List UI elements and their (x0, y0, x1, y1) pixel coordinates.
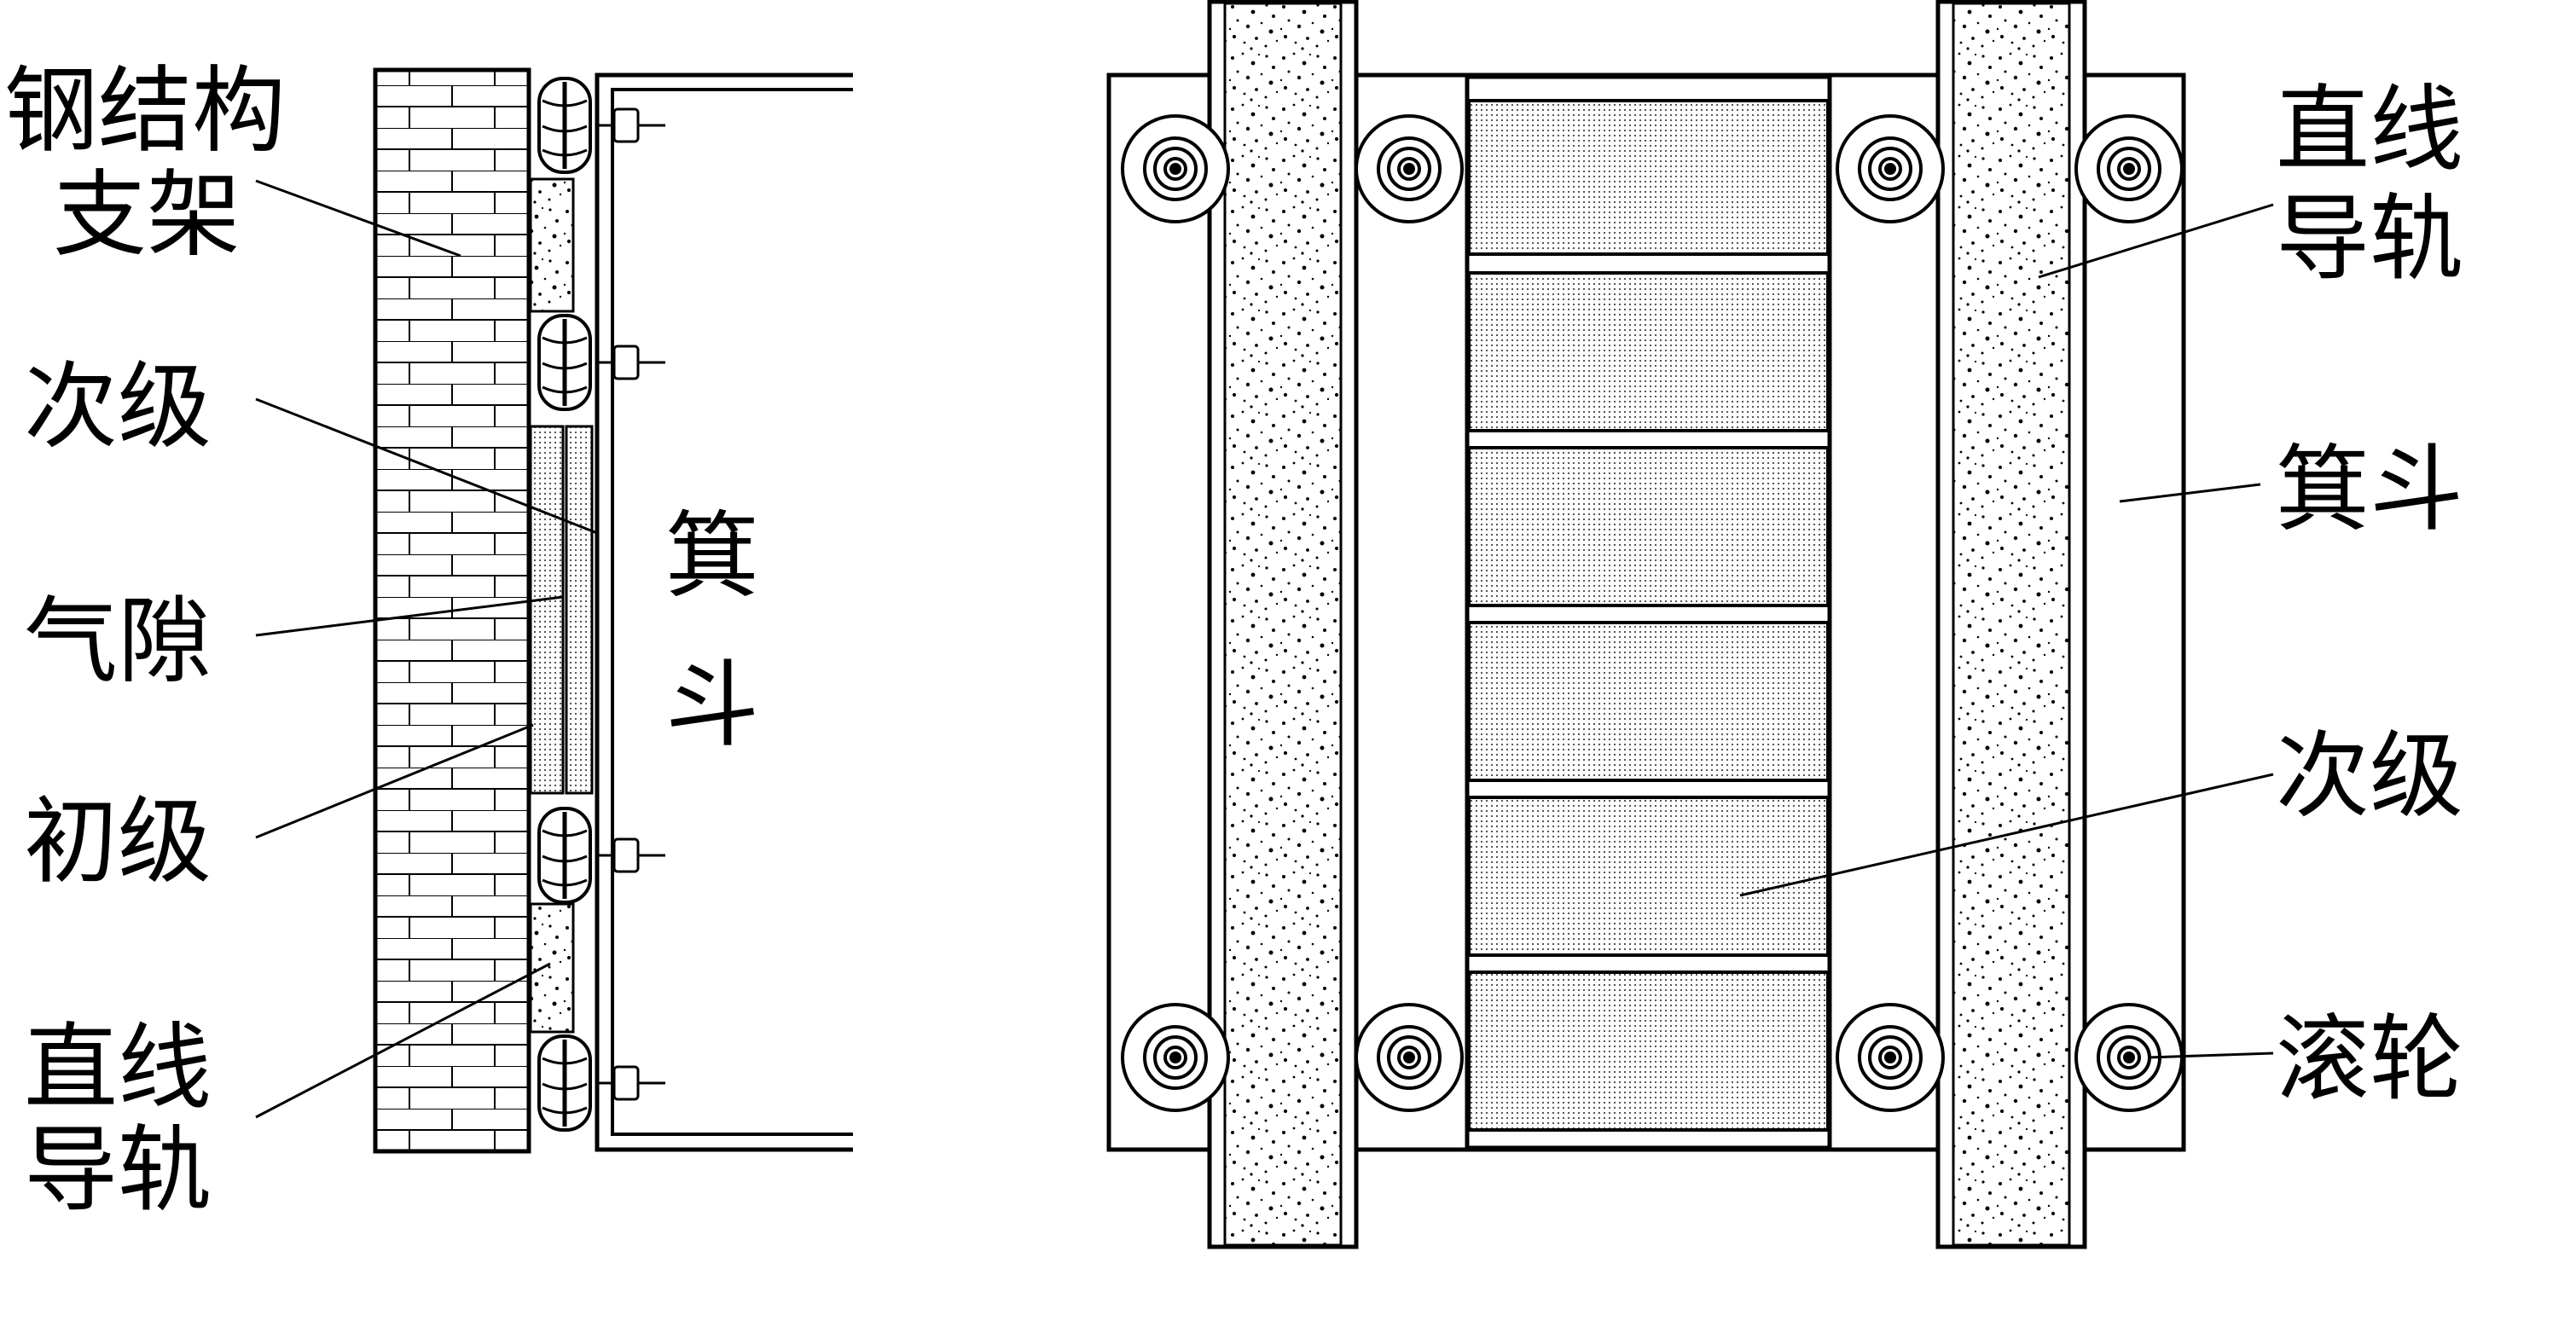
leader-skip-right (2119, 483, 2261, 503)
roller-top-3 (1836, 114, 1945, 223)
skip-body-inner (611, 88, 853, 1136)
roller-bottom-1 (1121, 1003, 1230, 1112)
roller-top-4 (2074, 114, 2184, 223)
leader-air-gap (255, 595, 564, 637)
leader-steel-support (255, 179, 461, 258)
linear-guide-upper (529, 177, 575, 313)
secondary-plate (565, 425, 594, 795)
roller-bottom-3 (1836, 1003, 1945, 1112)
label-roller: 滚轮 (2276, 1005, 2463, 1114)
front-view-labels: 直线 导轨 箕斗 次级 滚轮 (2276, 75, 2463, 1114)
skip-body (595, 72, 853, 1152)
leader-primary (255, 723, 534, 839)
label-linear-guide-right-2: 导轨 (2276, 184, 2463, 293)
leader-linear-guide-right (2038, 203, 2274, 279)
label-steel-support-1: 钢结构 (4, 56, 286, 165)
linear-guide-rail-right-fill (1952, 2, 2071, 1247)
leader-linear-guide-left (255, 962, 551, 1119)
leader-secondary-left (255, 397, 598, 535)
roller-top-1 (1121, 114, 1230, 223)
side-roller-1 (537, 77, 665, 174)
label-secondary-right: 次级 (2276, 721, 2463, 831)
side-view-labels: 钢结构 支架 次级 气隙 初级 直线 导轨 箕 斗 (4, 56, 759, 1225)
label-skip-right: 箕斗 (2276, 435, 2463, 544)
roller-bottom-2 (1355, 1003, 1464, 1112)
leader-roller (2147, 1052, 2274, 1059)
primary-block (529, 425, 565, 795)
roller-top-2 (1355, 114, 1464, 223)
label-primary: 初级 (24, 787, 212, 896)
side-roller-2 (537, 314, 665, 411)
label-secondary-left: 次级 (24, 352, 212, 461)
secondary-panels (1467, 99, 1830, 1132)
label-linear-guide-right-1: 直线 (2276, 75, 2463, 184)
side-view (255, 67, 853, 1154)
front-view (1106, 0, 2274, 1249)
side-roller-4 (537, 1034, 665, 1132)
label-skip-char-1: 箕 (665, 501, 759, 611)
label-air-gap: 气隙 (24, 587, 212, 696)
linear-guide-rail-left-fill (1223, 2, 1343, 1247)
side-roller-3 (537, 807, 665, 904)
label-skip-char-2: 斗 (665, 651, 759, 760)
leader-secondary-right (1739, 773, 2274, 897)
label-linear-guide-left-1: 直线 (24, 1013, 212, 1122)
label-linear-guide-left-2: 导轨 (24, 1115, 212, 1225)
linear-guide-lower (529, 902, 575, 1034)
label-steel-support-2: 支架 (53, 160, 241, 269)
